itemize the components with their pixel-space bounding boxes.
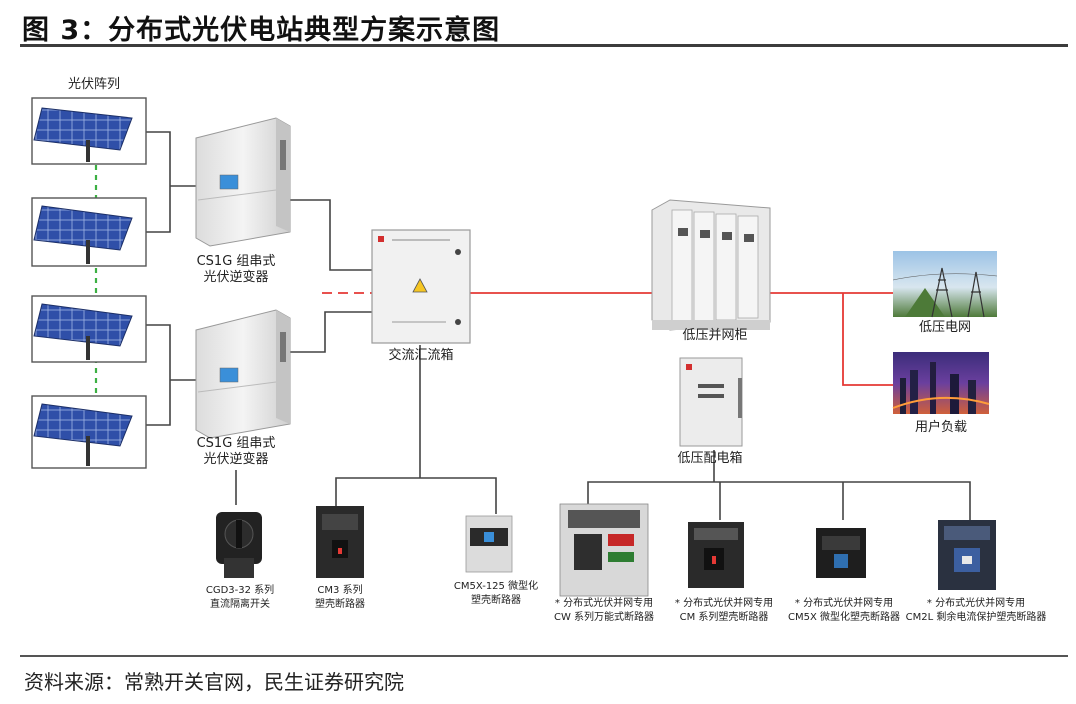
pv-panel-group: [31, 395, 147, 469]
cgd3-label: CGD3-32 系列 直流隔离开关: [205, 585, 275, 610]
inverter-2: [195, 309, 291, 439]
user-load-label: 用户负载: [914, 420, 967, 435]
cm-label: * 分布式光伏并网专用 CM 系列塑壳断路器: [674, 598, 774, 623]
cgd3-disconnect-switch: [216, 512, 262, 578]
source-note: 资料来源：常熟开关官网，民生证券研究院: [24, 670, 404, 694]
pv-panel-group: [31, 295, 147, 363]
title-rule: [20, 44, 1068, 47]
pv-panel-group: [31, 197, 147, 267]
dc-wiring: [146, 131, 971, 520]
user-load-photo: [892, 352, 990, 414]
lv-grid-cabinet: [651, 199, 771, 331]
lv-grid-label: 低压电网: [918, 320, 971, 335]
cm5x-breaker: [816, 528, 866, 578]
cm5x125-breaker: [465, 515, 513, 573]
pv-array-label: 光伏阵列: [67, 77, 120, 92]
ac-power-lines: [322, 292, 893, 386]
cm3-label: CM3 系列 塑壳断路器: [315, 585, 365, 610]
cw-label: * 分布式光伏并网专用 CW 系列万能式断路器: [553, 598, 655, 623]
inverter-1: [195, 117, 291, 247]
inverter-2-label: CS1G 组串式 光伏逆变器: [196, 436, 276, 467]
lv-grid-photo: [892, 251, 998, 318]
lv-distribution-box: [679, 357, 743, 447]
cm2l-breaker: [938, 520, 996, 590]
cm5x125-label: CM5X-125 微型化 塑壳断路器: [453, 581, 539, 606]
cm3-breaker: [316, 506, 364, 578]
cm-breaker: [688, 522, 744, 588]
cm5x-label: * 分布式光伏并网专用 CM5X 微型化塑壳断路器: [787, 598, 900, 623]
lv-dist-box-label: 低压配电箱: [677, 451, 743, 466]
pv-panel-group: [31, 97, 147, 165]
cw-air-circuit-breaker: [559, 503, 649, 597]
ac-combiner-label: 交流汇流箱: [388, 348, 454, 363]
ac-combiner-box: [371, 229, 471, 344]
page-title: 图 3：分布式光伏电站典型方案示意图: [22, 15, 501, 46]
cm2l-label: * 分布式光伏并网专用 CM2L 剩余电流保护塑壳断路器: [905, 598, 1047, 623]
footer-rule: [20, 655, 1068, 657]
inverter-1-label: CS1G 组串式 光伏逆变器: [196, 254, 276, 285]
lv-cabinet-label: 低压并网柜: [682, 328, 748, 343]
